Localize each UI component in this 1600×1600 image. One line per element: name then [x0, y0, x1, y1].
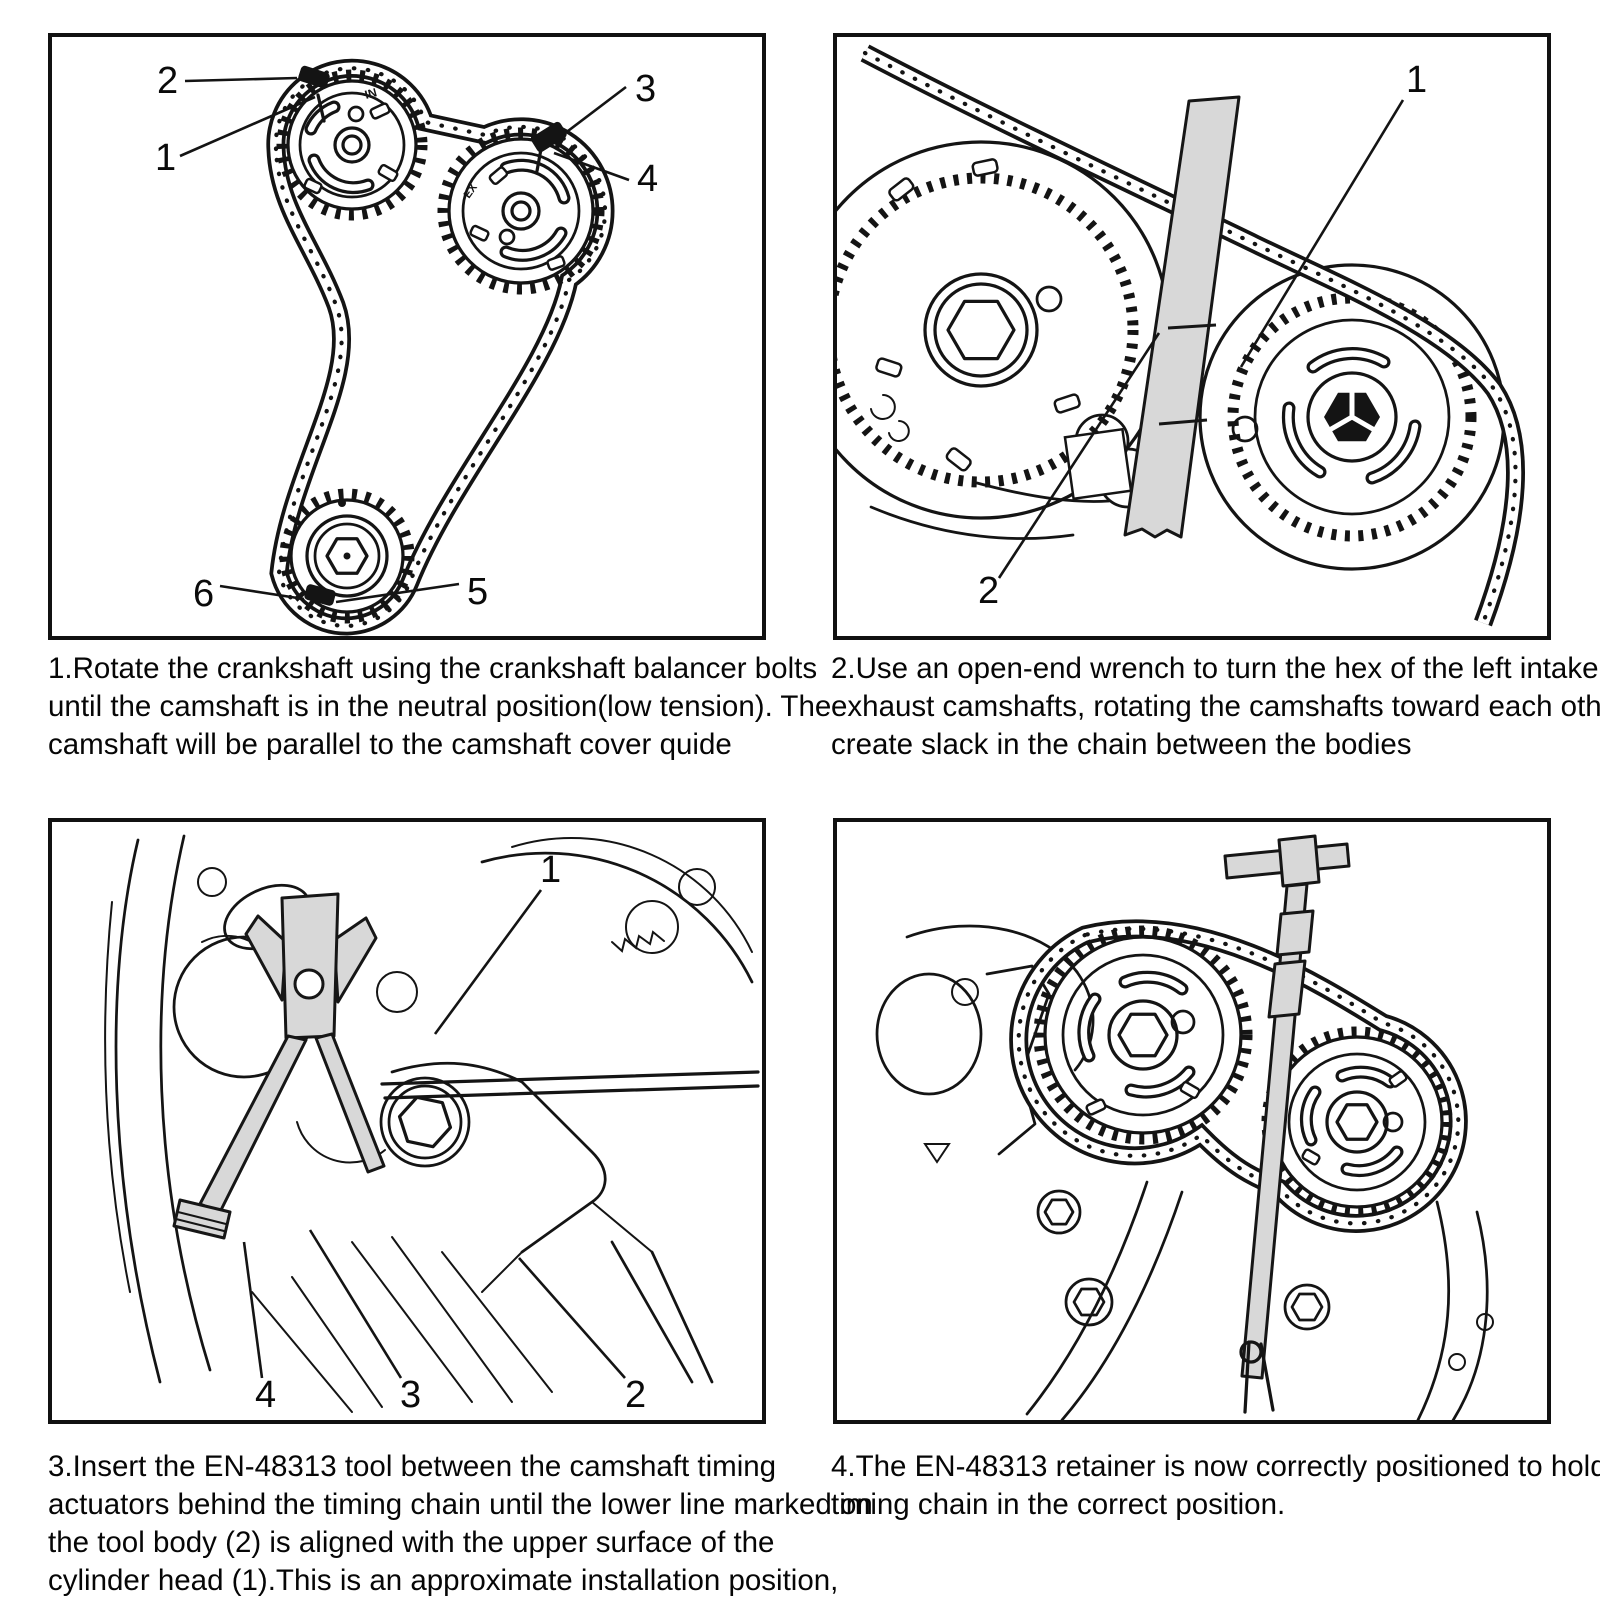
- caption-step2: 2.Use an open-end wrench to turn the hex…: [831, 650, 1600, 764]
- caption-line: 3.Insert the EN-48313 tool between the c…: [48, 1450, 777, 1483]
- caption-line: create slack in the chain between the bo…: [831, 728, 1412, 761]
- caption-line: actuators behind the timing chain until …: [48, 1488, 873, 1521]
- tool-right-wing: [332, 916, 378, 1004]
- tool-left-leg: [198, 1034, 308, 1214]
- callout-1: 1: [1406, 59, 1427, 101]
- callout-4: 4: [637, 158, 658, 200]
- caption-line: 2.Use an open-end wrench to turn the hex…: [831, 652, 1600, 685]
- timing-chain: [276, 68, 605, 626]
- figure-step2-create-slack: 1 2: [833, 33, 1551, 640]
- tool-alignment-marks: [1158, 323, 1217, 426]
- engine-background: [104, 834, 760, 1413]
- tool-boss: [1277, 834, 1321, 888]
- tool-fork: [1239, 1340, 1275, 1414]
- caption-step4: 4.The EN-48313 retainer is now correctly…: [831, 1448, 1600, 1524]
- callout-1: 1: [540, 849, 561, 891]
- callout-5: 5: [467, 571, 488, 613]
- callout-2: 2: [157, 60, 178, 102]
- crankshaft-sprocket: [279, 488, 415, 624]
- bracket-bolt: [379, 1076, 471, 1168]
- callout-2: 2: [625, 1374, 646, 1416]
- caption-line: cylinder head (1).This is an approximate…: [48, 1564, 839, 1597]
- callout-3: 3: [400, 1374, 421, 1416]
- callout-3: 3: [635, 68, 656, 110]
- callout-4: 4: [255, 1374, 276, 1416]
- right-cam-actuator: [1261, 1026, 1453, 1218]
- callout-2: 2: [978, 570, 999, 612]
- intake-cam-sprocket: IN: [276, 69, 428, 221]
- step1-callouts: 2 1 3 4 6 5: [155, 60, 658, 615]
- mount-bolts: [1036, 1189, 1331, 1331]
- caption-line: camshaft will be parallel to the camshaf…: [48, 728, 732, 761]
- caption-step3: 3.Insert the EN-48313 tool between the c…: [48, 1448, 873, 1600]
- tool-left-wing: [244, 914, 288, 1002]
- figure-step1-timing-marks: IN EX: [48, 33, 766, 640]
- engine-casting-edges: [869, 394, 1159, 540]
- tool-collar-upper: [1275, 909, 1315, 957]
- tool-pivot-hole: [293, 968, 325, 1000]
- caption-line: until the camshaft is in the neutral pos…: [48, 690, 832, 723]
- right-cam-actuator: [1198, 263, 1506, 571]
- step2-callouts: 1 2: [978, 59, 1427, 612]
- tool-collar-lower: [1267, 959, 1307, 1019]
- tool-body: [280, 892, 340, 1040]
- step2-drawing: 1 2: [837, 37, 1547, 636]
- caption-line: 4.The EN-48313 retainer is now correctly…: [831, 1450, 1600, 1483]
- step1-drawing: IN EX: [155, 37, 658, 636]
- tool-foot-lines: [175, 1211, 227, 1232]
- callout-6: 6: [193, 573, 214, 615]
- step3-drawing: 1 4 3 2: [104, 834, 760, 1416]
- caption-line: exhaust camshafts, rotating the camshaft…: [831, 690, 1600, 723]
- caption-line: 1.Rotate the crankshaft using the cranks…: [48, 652, 818, 685]
- caption-line: timing chain in the correct position.: [831, 1488, 1286, 1521]
- engine-background: [875, 924, 1494, 1420]
- left-cam-actuator: [1033, 925, 1253, 1145]
- en-48313-tool-blade: [1123, 95, 1241, 539]
- callout-1: 1: [155, 137, 176, 179]
- en-48313-retainer-tool: [1223, 834, 1351, 1380]
- caption-line: the tool body (2) is aligned with the up…: [48, 1526, 775, 1559]
- tool-right-leg: [314, 1032, 386, 1174]
- exhaust-cam-sprocket: EX: [437, 127, 605, 295]
- caption-step1: 1.Rotate the crankshaft using the cranks…: [48, 650, 831, 764]
- intake-mark-label: IN: [363, 85, 378, 102]
- timing-chain-marked-links: [298, 65, 567, 606]
- figure-step4-retainer-positioned: [833, 818, 1551, 1424]
- figure-step3-insert-tool: 1 4 3 2: [48, 818, 766, 1424]
- step4-drawing: [875, 834, 1494, 1420]
- step3-callouts: 1 4 3 2: [242, 849, 646, 1416]
